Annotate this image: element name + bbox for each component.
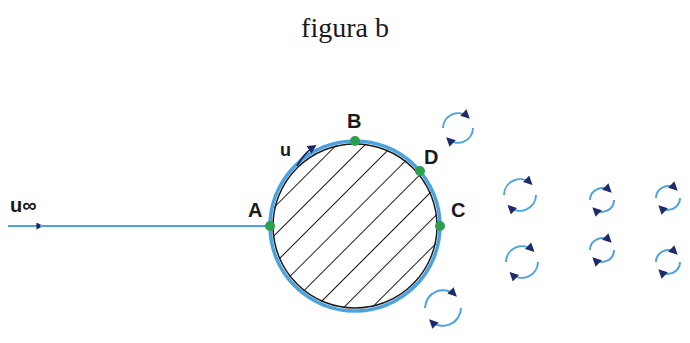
vortex-arc xyxy=(656,250,676,262)
vortex-arc xyxy=(506,246,533,262)
vortex-arc xyxy=(509,195,536,211)
vortex-arc xyxy=(660,262,680,274)
velocity-label: u xyxy=(280,140,291,161)
vortex-arc xyxy=(594,250,614,262)
point-label: B xyxy=(347,110,361,133)
vortex-arc xyxy=(660,198,680,210)
vortex-arc xyxy=(511,262,538,278)
point-label: C xyxy=(451,199,465,222)
stagnation-streamline xyxy=(40,225,272,227)
point-dot xyxy=(350,136,360,146)
vortex-arc xyxy=(656,186,676,198)
vortex-arc xyxy=(425,290,456,308)
vortex-arc xyxy=(430,308,461,326)
freestream-arrow xyxy=(8,225,42,227)
boundary-layer xyxy=(270,141,440,311)
cylinder-outline xyxy=(273,144,437,308)
vortex-group xyxy=(425,113,680,326)
point-label: A xyxy=(248,199,262,222)
velocity-arrow xyxy=(297,146,315,166)
point-label: D xyxy=(424,146,438,169)
vortex-arc xyxy=(443,113,469,128)
point-dot xyxy=(265,221,275,231)
vortex-arc xyxy=(594,200,614,212)
vortex-arc xyxy=(590,238,610,250)
vortex-arc xyxy=(590,188,610,200)
vortex-arc xyxy=(448,128,474,143)
figure-title: figura b xyxy=(0,12,690,44)
point-dot xyxy=(435,221,445,231)
cylinder-hatching xyxy=(272,143,438,309)
cylinder-ground xyxy=(270,141,440,311)
vortex-arc xyxy=(504,179,531,195)
freestream-velocity-label: u∞ xyxy=(10,194,36,217)
point-dot xyxy=(415,166,425,176)
